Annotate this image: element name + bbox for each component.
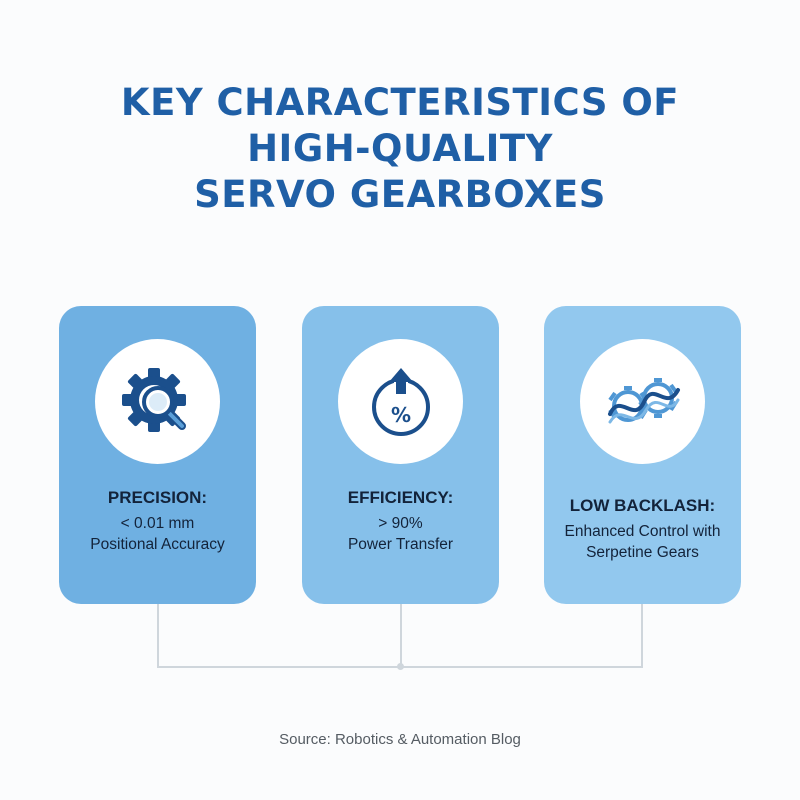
connector-middle-vertical [400, 604, 402, 667]
card-value-precision: < 0.01 mm [120, 515, 195, 532]
gear-magnifier-icon [121, 367, 186, 432]
connector-left-vertical [157, 604, 159, 667]
card-heading-low-backlash: LOW BACKLASH: [569, 496, 716, 515]
icon-circle-efficiency: % [338, 339, 463, 464]
connector-right-vertical [641, 604, 643, 667]
card-desc-efficiency: Power Transfer [347, 536, 454, 553]
title-line-3: SERVO GEARBOXES [194, 173, 606, 216]
card-desc-low-backlash-2: Serpetine Gears [586, 544, 699, 561]
card-heading-precision: PRECISION: [107, 488, 208, 507]
percent-up-arrow-icon: % [371, 367, 430, 436]
card-desc-low-backlash-1: Enhanced Control with [564, 523, 721, 540]
title-line-1: KEY CHARACTERISTICS OF [120, 81, 680, 124]
icon-circle-low-backlash [580, 339, 705, 464]
card-value-efficiency: > 90% [378, 515, 423, 532]
connector-node [397, 663, 404, 670]
title-line-2: HIGH-QUALITY [247, 127, 553, 170]
card-efficiency: % EFFICIENCY: > 90% Power Transfer [302, 306, 499, 604]
card-precision: PRECISION: < 0.01 mm Positional Accuracy [59, 306, 256, 604]
card-heading-efficiency: EFFICIENCY: [347, 488, 454, 507]
serpentine-gears-icon [607, 377, 680, 423]
percent-symbol: % [390, 403, 410, 427]
source-credit: Source: Robotics & Automation Blog [279, 731, 521, 748]
icon-circle-precision [95, 339, 220, 464]
card-low-backlash: LOW BACKLASH: Enhanced Control with Serp… [544, 306, 741, 604]
card-desc-precision: Positional Accuracy [90, 536, 225, 553]
page-title: KEY CHARACTERISTICS OF HIGH-QUALITY SERV… [0, 80, 800, 218]
